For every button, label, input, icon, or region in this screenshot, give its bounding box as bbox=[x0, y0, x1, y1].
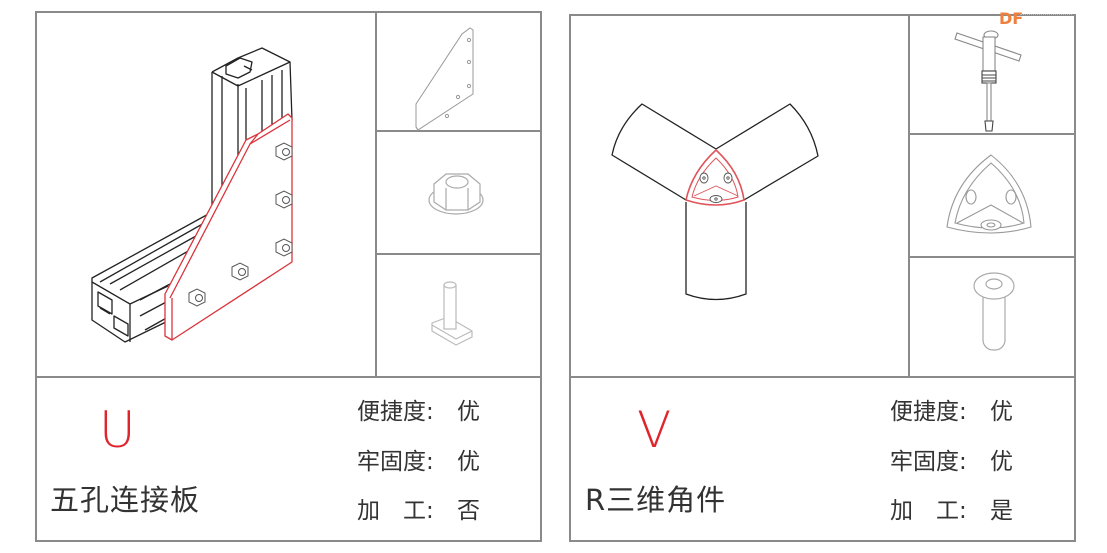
spec-label: 加 工: bbox=[357, 498, 434, 524]
card-u-parts-divider bbox=[375, 11, 377, 377]
spec-value: 优 bbox=[990, 399, 1013, 425]
card-u-info-divider bbox=[35, 376, 542, 378]
card-v-letter: V bbox=[637, 401, 672, 459]
card-u-letter: U bbox=[99, 401, 136, 459]
card-v-spec-machining: 加 工: 是 bbox=[890, 500, 1013, 523]
card-u-spec-firmness: 牢固度: 优 bbox=[357, 451, 480, 474]
spec-label: 便捷度: bbox=[357, 399, 434, 425]
card-v-name: R三维角件 bbox=[585, 483, 727, 517]
card-v-parts-row-divider-1 bbox=[908, 133, 1076, 135]
watermark-tail-decoration bbox=[1020, 14, 1072, 16]
spec-label: 便捷度: bbox=[890, 399, 967, 425]
t-bolt-icon bbox=[431, 281, 473, 346]
card-u-spec-convenience: 便捷度: 优 bbox=[357, 401, 480, 424]
r-corner-connector-icon bbox=[946, 154, 1032, 234]
card-u-spec-machining: 加 工: 否 bbox=[357, 500, 480, 523]
spec-value: 优 bbox=[990, 449, 1013, 475]
spec-value: 优 bbox=[457, 449, 480, 475]
card-v-parts-row-divider-2 bbox=[908, 256, 1076, 258]
card-u-parts-row-divider-2 bbox=[375, 253, 542, 255]
card-v-spec-firmness: 牢固度: 优 bbox=[890, 451, 1013, 474]
spec-label: 牢固度: bbox=[890, 449, 967, 475]
card-v-parts-divider bbox=[908, 14, 910, 377]
five-hole-plate-icon bbox=[415, 27, 474, 131]
spec-label: 牢固度: bbox=[357, 449, 434, 475]
spec-value: 优 bbox=[457, 399, 480, 425]
card-u-name: 五孔连接板 bbox=[50, 483, 201, 517]
card-u-parts-row-divider-1 bbox=[375, 130, 542, 132]
card-v-info-divider bbox=[569, 376, 1076, 378]
df-watermark-logo: DF bbox=[999, 9, 1024, 28]
tap-wrench-icon bbox=[954, 30, 1022, 132]
spec-value: 否 bbox=[457, 498, 480, 524]
spec-label: 加 工: bbox=[890, 498, 967, 524]
flange-nut-icon bbox=[428, 173, 484, 215]
countersunk-screw-icon bbox=[973, 272, 1015, 351]
card-v-spec-convenience: 便捷度: 优 bbox=[890, 401, 1013, 424]
spec-value: 是 bbox=[990, 498, 1013, 524]
